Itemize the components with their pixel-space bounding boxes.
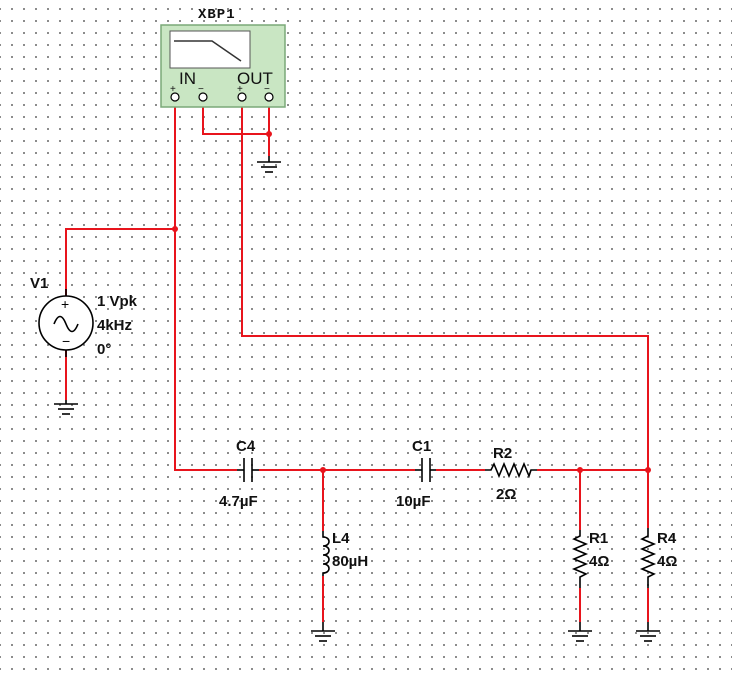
junction-dot [320, 467, 326, 473]
junctions [172, 131, 651, 473]
port-in-minus[interactable] [198, 92, 208, 102]
out-minus-sign: − [264, 84, 270, 95]
l4-name-label: L4 [332, 530, 350, 547]
port-in-plus[interactable] [170, 92, 180, 102]
ground-symbol-l4 [311, 622, 335, 642]
bode-plotter-title: XBP1 [198, 7, 236, 23]
lowpass-curve-icon [174, 40, 242, 62]
v1-plus-sign: + [61, 296, 69, 312]
out-plus-sign: + [237, 84, 243, 95]
wires [65, 96, 649, 622]
r4-name-label: R4 [657, 530, 677, 547]
c1-name-label: C1 [412, 438, 431, 455]
ac-voltage-source-v1[interactable]: + − V1 1 Vpk 4kHz 0° [30, 275, 138, 358]
r2-name-label: R2 [493, 445, 512, 462]
capacitor-c1[interactable]: C1 10µF [396, 438, 436, 510]
inductor-l4[interactable]: L4 80µH [322, 530, 368, 576]
ground-symbol-v1 [54, 400, 78, 415]
junction-dot [577, 467, 583, 473]
wire-out-plus[interactable] [241, 96, 649, 528]
resistor-r1[interactable]: R1 4Ω [571, 530, 609, 588]
v1-minus-sign: − [62, 333, 70, 349]
in-minus-sign: − [198, 84, 204, 95]
in-plus-sign: + [170, 84, 176, 95]
r2-value-label: 2Ω [496, 486, 516, 503]
ground-symbol-r4 [636, 622, 660, 642]
sine-wave-icon [53, 315, 79, 333]
bode-in-label: IN [179, 69, 196, 88]
bode-plotter-xbp1[interactable]: XBP1 IN OUT + − + − [160, 7, 286, 108]
junction-dot [645, 467, 651, 473]
junction-dot [266, 131, 272, 137]
resistor-r4[interactable]: R4 4Ω [639, 528, 677, 588]
junction-dot [172, 226, 178, 232]
r1-value-label: 4Ω [589, 553, 609, 570]
bode-plotter-screen [169, 30, 251, 69]
r1-name-label: R1 [589, 530, 608, 547]
ground-symbol-bode [257, 156, 281, 173]
resistor-r2[interactable]: R2 2Ω [485, 445, 537, 503]
capacitor-c4[interactable]: C4 4.7µF [219, 438, 259, 510]
v1-frequency-label: 4kHz [97, 317, 132, 334]
wire-v1-top[interactable] [65, 228, 175, 296]
r4-value-label: 4Ω [657, 553, 677, 570]
c4-value-label: 4.7µF [219, 493, 258, 510]
port-out-minus[interactable] [264, 92, 274, 102]
port-out-plus[interactable] [237, 92, 247, 102]
v1-name-label: V1 [30, 275, 48, 292]
v1-phase-label: 0° [97, 341, 111, 358]
bode-out-label: OUT [237, 69, 273, 88]
wire-in-plus[interactable] [174, 96, 237, 471]
ground-symbol-r1 [568, 622, 592, 642]
l4-value-label: 80µH [332, 553, 368, 570]
c4-name-label: C4 [236, 438, 256, 455]
wire-in-minus[interactable] [202, 96, 270, 156]
v1-amplitude-label: 1 Vpk [97, 293, 138, 310]
c1-value-label: 10µF [396, 493, 431, 510]
